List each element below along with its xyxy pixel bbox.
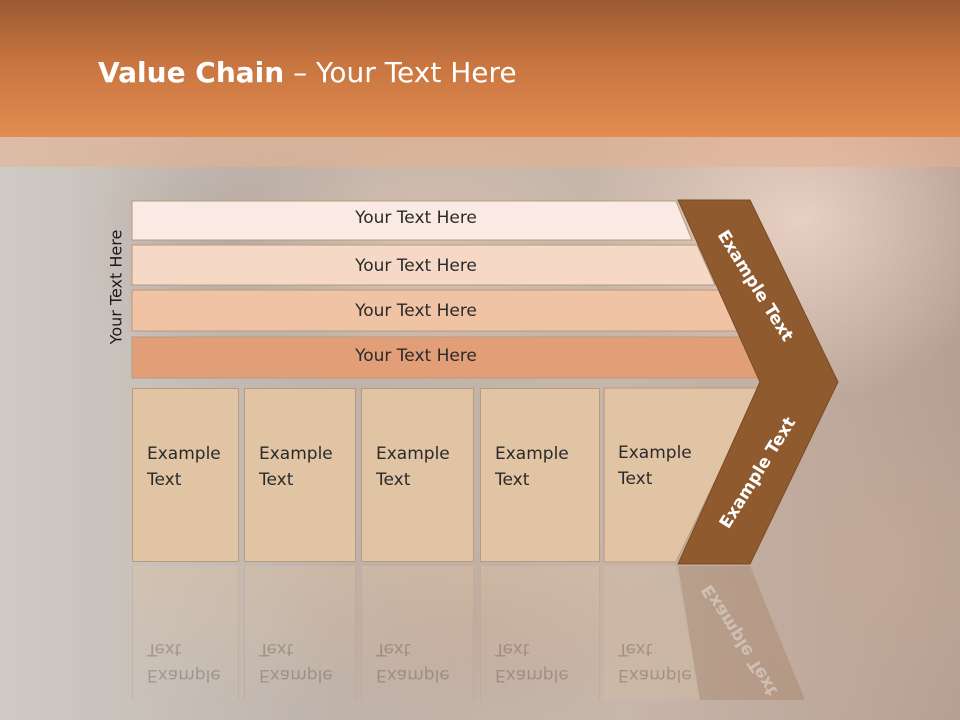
column-reflection-4: Example Text: [480, 566, 600, 700]
column-label-2b: Text: [259, 470, 294, 490]
column-label-5b: Text: [618, 469, 653, 489]
title-bold: Value Chain: [98, 56, 285, 89]
column-reflection-2: Example Text: [244, 566, 356, 700]
column-reflection-5: Example Text: [604, 566, 692, 700]
reflection-text: Text: [495, 639, 530, 659]
column-reflection-3: Example Text: [361, 566, 474, 700]
reflection-text: Text: [618, 639, 653, 659]
chevron-reflection: [678, 566, 805, 700]
reflection-text: Text: [259, 639, 294, 659]
column-reflection-1: Example Text: [132, 566, 239, 700]
column-label-5a: Example: [618, 443, 692, 463]
header-band: [0, 137, 960, 167]
column-label-1a: Example: [147, 444, 221, 464]
reflection-text: Example: [618, 665, 692, 685]
row-label-4: Your Text Here: [355, 346, 477, 366]
column-label-4b: Text: [495, 470, 530, 490]
slide-title[interactable]: Value Chain – Your Text Here: [98, 56, 517, 89]
title-rest: – Your Text Here: [284, 56, 517, 89]
row-label-2: Your Text Here: [355, 256, 477, 276]
column-label-3a: Example: [376, 444, 450, 464]
column-label-1b: Text: [147, 470, 182, 490]
reflection-text: Example: [259, 665, 333, 685]
row-label-3: Your Text Here: [355, 301, 477, 321]
last-column-shape[interactable]: [603, 387, 761, 563]
value-chevron-arrow[interactable]: [677, 199, 839, 565]
column-label-3b: Text: [376, 470, 411, 490]
column-label-4a: Example: [495, 444, 569, 464]
reflection-text: Example: [376, 665, 450, 685]
row-band-1[interactable]: [131, 200, 693, 241]
reflection-text: Example: [495, 665, 569, 685]
reflection-text: Text: [147, 639, 182, 659]
reflection-text: Text: [376, 639, 411, 659]
reflection-text: Example: [147, 665, 221, 685]
column-label-2a: Example: [259, 444, 333, 464]
last-column-reflection: [604, 566, 700, 700]
row-label-1: Your Text Here: [355, 208, 477, 228]
row-band-2[interactable]: [131, 244, 716, 286]
header-bar: [0, 0, 960, 137]
